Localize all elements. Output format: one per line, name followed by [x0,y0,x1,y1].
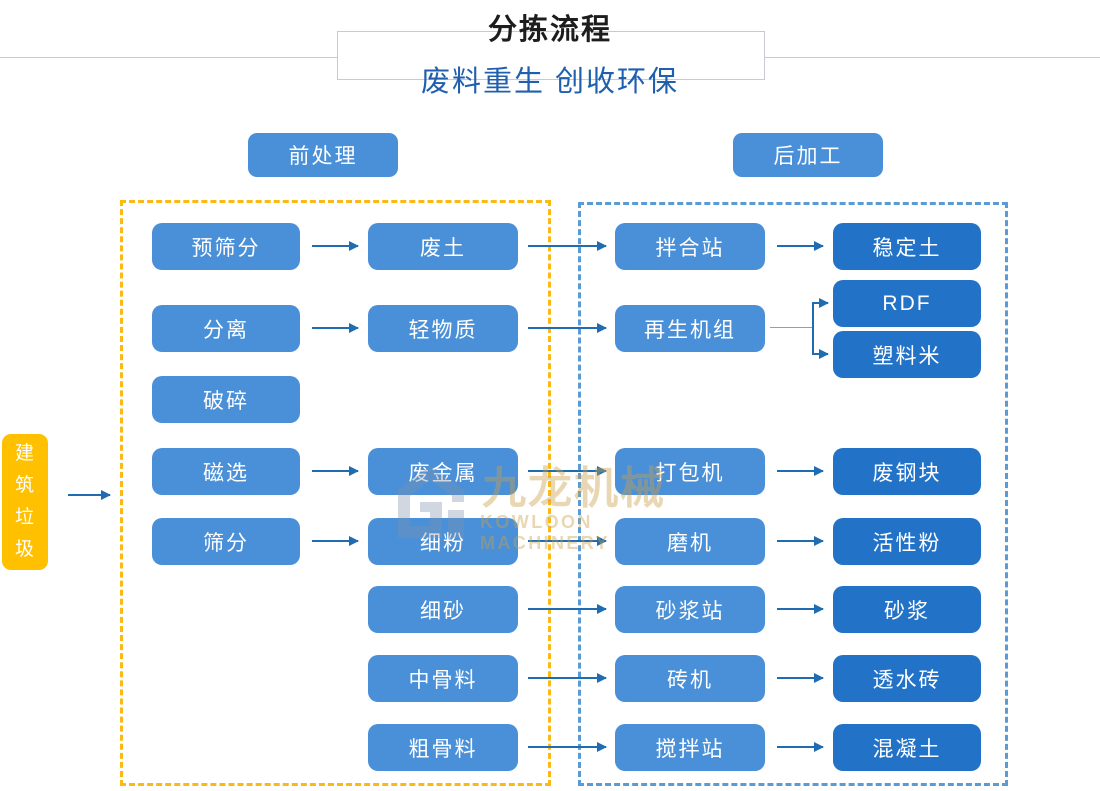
arrow-coarseaggregate-to-concretestation [528,742,607,752]
arrow-mixingstation-to-stabilizedsoil [777,241,824,251]
node-concrete-station[interactable]: 搅拌站 [615,724,765,771]
region-post-process-frame [578,202,1008,786]
arrow-mortarstation-to-mortar [777,604,824,614]
node-stabilized-soil[interactable]: 稳定土 [833,223,981,270]
page-subtitle: 废料重生 创收环保 [420,66,680,98]
node-medium-aggregate[interactable]: 中骨料 [368,655,518,702]
node-active-powder[interactable]: 活性粉 [833,518,981,565]
node-mortar[interactable]: 砂浆 [833,586,981,633]
header-frame [337,31,765,80]
node-baler[interactable]: 打包机 [615,448,765,495]
arrow-finepowder-to-grinder [528,536,607,546]
arrow-magnetic-to-scrapmetal [312,466,359,476]
branch-vertical-recycling-unit [812,302,814,354]
node-separation[interactable]: 分离 [152,305,300,352]
arrow-wastesoil-to-mixingstation [528,241,607,251]
input-label: 建筑垃圾 [14,443,35,560]
header-rule-right [765,57,1100,58]
arrow-baler-to-scrapsteel [777,466,824,476]
node-magnetic-separation[interactable]: 磁选 [152,448,300,495]
arrow-recyclingunit-to-rdf [812,298,829,308]
node-concrete[interactable]: 混凝土 [833,724,981,771]
node-rdf[interactable]: RDF [833,280,981,327]
node-pre-screening[interactable]: 预筛分 [152,223,300,270]
arrow-prescreening-to-wastesoil [312,241,359,251]
arrow-grinder-to-activepowder [777,536,824,546]
node-crushing[interactable]: 破碎 [152,376,300,423]
arrow-finesand-to-mortarstation [528,604,607,614]
node-fine-sand[interactable]: 细砂 [368,586,518,633]
arrow-lightmaterial-to-recyclingunit [528,323,607,333]
branch-stem-recycling-unit [770,327,814,328]
arrow-sieving-to-finepowder [312,536,359,546]
node-light-material[interactable]: 轻物质 [368,305,518,352]
node-brick-machine[interactable]: 砖机 [615,655,765,702]
arrow-recyclingunit-to-plasticpellets [812,349,829,359]
section-header-post-process[interactable]: 后加工 [733,133,883,177]
input-construction-waste[interactable]: 建筑垃圾 [2,434,48,570]
section-header-pre-process[interactable]: 前处理 [248,133,398,177]
arrow-separation-to-lightmaterial [312,323,359,333]
arrow-brickmachine-to-permeablebrick [777,673,824,683]
arrow-scrapmetal-to-baler [528,466,607,476]
node-coarse-aggregate[interactable]: 粗骨料 [368,724,518,771]
node-mixing-station[interactable]: 拌合站 [615,223,765,270]
node-fine-powder[interactable]: 细粉 [368,518,518,565]
region-pre-process-frame [120,200,551,786]
node-sieving[interactable]: 筛分 [152,518,300,565]
node-scrap-metal[interactable]: 废金属 [368,448,518,495]
arrow-concretestation-to-concrete [777,742,824,752]
node-scrap-steel[interactable]: 废钢块 [833,448,981,495]
arrow-input-to-preprocess [68,490,111,500]
node-grinder[interactable]: 磨机 [615,518,765,565]
node-waste-soil[interactable]: 废土 [368,223,518,270]
node-plastic-pellets[interactable]: 塑料米 [833,331,981,378]
node-mortar-station[interactable]: 砂浆站 [615,586,765,633]
header-rule-left [0,57,337,58]
node-recycling-unit[interactable]: 再生机组 [615,305,765,352]
page-title: 分拣流程 [487,14,612,46]
arrow-mediumaggregate-to-brickmachine [528,673,607,683]
node-permeable-brick[interactable]: 透水砖 [833,655,981,702]
